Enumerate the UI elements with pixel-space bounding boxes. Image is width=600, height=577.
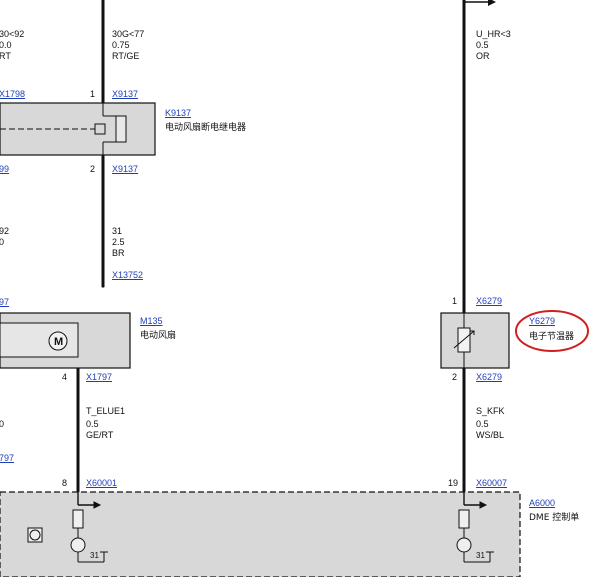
dme-left-pin-number: 8 [62,478,68,488]
dme-box [0,491,521,577]
left-mid-line1: 92 [0,226,10,236]
relay-symbol [0,103,127,155]
thermostat-label: 电子节温器 [529,332,575,342]
ground-terminal-dot [101,284,105,288]
dme-label: DME 控制单 [529,513,580,523]
wire-top-arrow [488,0,496,6]
fan-pin-link[interactable]: X1797 [86,372,113,382]
fan-label: 电动风扇 [140,331,177,341]
left-low-line1: 0 [0,419,5,429]
thermostat-top-pin-link[interactable]: X6279 [476,296,503,306]
wire-t-elue1-size: 0.5 [86,419,99,429]
wire-t-elue1-name: T_ELUE1 [86,406,126,416]
wire-31-name: 31 [112,226,123,236]
fan-motor-symbol: M [0,322,79,358]
left-wire-color: RT [0,51,11,61]
relay-id-link[interactable]: K9137 [165,108,192,118]
left-mid-line2: 0 [0,237,5,247]
dme-left-ground-label: 31 [90,551,99,560]
svg-text:M: M [54,336,63,348]
wire-t-elue1-color: GE/RT [86,430,114,440]
wire-u-hr-size: 0.5 [476,40,489,50]
wire-31-connector-link[interactable]: X13752 [112,270,144,280]
wire-30g-color: RT/GE [112,51,140,61]
wire-s-kfk-color: WS/BL [476,430,505,440]
wire-30g-size: 0.75 [112,40,130,50]
relay-top-pin-number: 1 [90,89,96,99]
left-fan-link[interactable]: 97 [0,297,10,307]
left-wire-name: 30<92 [0,29,25,39]
relay-bottom-pin-link[interactable]: X9137 [112,164,139,174]
fan-pin-number: 4 [62,372,68,382]
relay-bottom-pin-number: 2 [90,164,96,174]
left-pin-link[interactable]: X1798 [0,89,26,99]
wire-u-hr-color: OR [476,51,490,61]
wire-30g-name: 30G<77 [112,29,145,39]
thermostat-bottom-pin-number: 2 [452,372,458,382]
highlight-circle [515,310,589,352]
wire-s-kfk-size: 0.5 [476,419,489,429]
dme-right-pin-link[interactable]: X60007 [476,478,508,488]
thermostat-bottom-pin-link[interactable]: X6279 [476,372,503,382]
wire-u-hr-name: U_HR<3 [476,29,511,39]
thermostat-top-pin-number: 1 [452,296,458,306]
left-low-link[interactable]: 797 [0,453,15,463]
wire-s-kfk-name: S_KFK [476,406,505,416]
dme-id-link[interactable]: A6000 [529,498,556,508]
relay-label: 电动风扇断电继电器 [165,123,247,133]
thermostat-id-link[interactable]: Y6279 [529,316,556,326]
thermostat-box [440,312,510,369]
dme-left-internal [27,492,108,563]
left-wire-size: 0.0 [0,40,12,50]
wire-31-size: 2.5 [112,237,125,247]
left-mid-link[interactable]: 99 [0,164,10,174]
wire-31-color: BR [112,248,125,258]
dme-right-pin-number: 19 [448,478,459,488]
relay-top-pin-link[interactable]: X9137 [112,89,139,99]
dme-left-pin-link[interactable]: X60001 [86,478,118,488]
dme-right-ground-label: 31 [476,551,485,560]
dme-right-internal [456,492,494,563]
thermostat-symbol [453,313,475,368]
fan-id-link[interactable]: M135 [140,316,163,326]
